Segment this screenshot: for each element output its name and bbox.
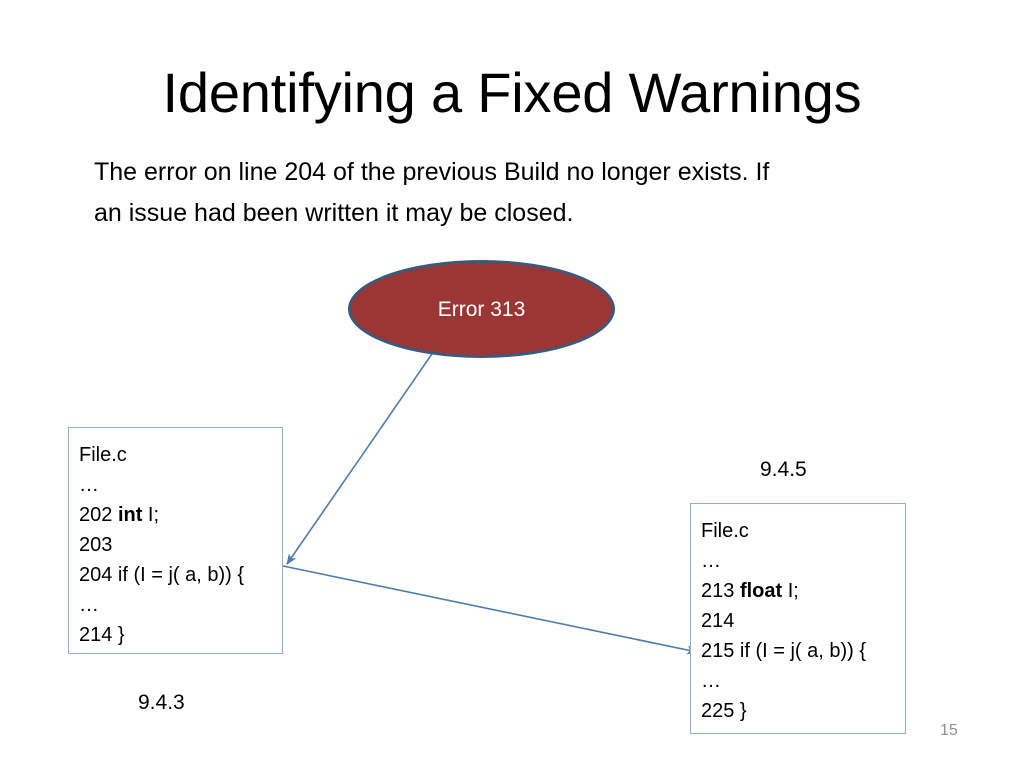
- code-line: …: [79, 594, 99, 616]
- error-ellipse-label: Error 313: [437, 297, 526, 321]
- code-line: 204 if (I = j( a, b)) {: [79, 564, 245, 586]
- code-line: 215 if (I = j( a, b)) {: [701, 640, 867, 662]
- arrow-ellipse-to-left-box: [286, 350, 435, 565]
- code-line: File.c: [701, 520, 749, 542]
- version-label-left: 9.4.3: [138, 691, 185, 714]
- code-line: …: [79, 474, 99, 496]
- code-line: 225 }: [701, 700, 747, 722]
- code-line: …: [701, 550, 721, 572]
- page-title: Identifying a Fixed Warnings: [162, 61, 862, 124]
- code-box-current-build: File.c … 213 float I; 214 215 if (I = j( a, …: [690, 503, 906, 734]
- code-line: 213 float I;: [701, 580, 799, 602]
- arrow-left-box-to-right-box: [282, 565, 698, 655]
- body-paragraph: The error on line 204 of the previous Bu…: [94, 158, 770, 227]
- code-line: File.c: [79, 444, 127, 466]
- code-line: 202 int I;: [79, 504, 160, 526]
- code-line: 214: [701, 610, 735, 632]
- code-line: …: [701, 670, 721, 692]
- code-box-previous-build: File.c … 202 int I; 203 204 if (I = j( a, b)…: [68, 427, 283, 654]
- slide-page-number: 15: [940, 722, 958, 739]
- version-label-right: 9.4.5: [760, 458, 807, 481]
- code-line: 203: [79, 534, 113, 556]
- error-ellipse-shape[interactable]: Error 313: [348, 260, 615, 358]
- code-line: 214 }: [79, 624, 125, 646]
